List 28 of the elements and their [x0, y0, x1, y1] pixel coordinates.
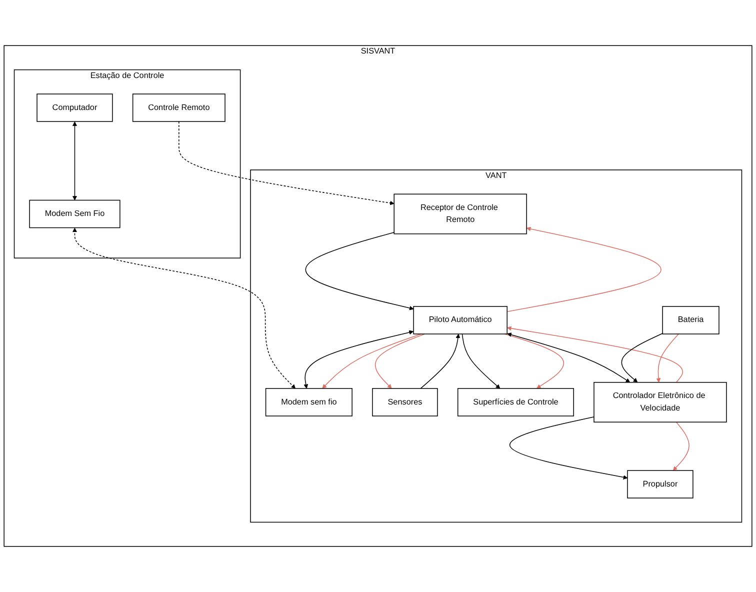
- arrow: [506, 326, 683, 383]
- arrow: [420, 334, 460, 389]
- arrow: [305, 232, 414, 310]
- arrow: [506, 226, 662, 312]
- arrow: [672, 422, 690, 471]
- node-box: Modem Sem Fio: [29, 200, 120, 228]
- arrow: [510, 416, 628, 480]
- arrow: [322, 334, 422, 389]
- node-box: Modem sem fio: [265, 388, 352, 416]
- node-box: Computador: [36, 94, 113, 122]
- arrow: [504, 334, 564, 389]
- arrow: [375, 334, 426, 389]
- arrow: [178, 121, 394, 206]
- node-box: Controle Remoto: [132, 94, 226, 122]
- node-box: Sensores: [372, 388, 438, 416]
- node-box: Propulsor: [627, 470, 694, 498]
- node-box: Superfícies de Controle: [457, 388, 574, 416]
- node-box: Controlador Eletrônico de Velocidade: [594, 382, 727, 422]
- arrow: [304, 330, 414, 389]
- arrow: [507, 332, 630, 383]
- arrow: [656, 334, 679, 383]
- arrow: [72, 122, 77, 200]
- node-box: Piloto Automático: [413, 306, 508, 334]
- node-box: Receptor de Controle Remoto: [394, 194, 527, 234]
- node-box: Bateria: [662, 306, 720, 334]
- arrow: [621, 333, 663, 383]
- arrow: [462, 334, 500, 389]
- arrow: [72, 228, 296, 389]
